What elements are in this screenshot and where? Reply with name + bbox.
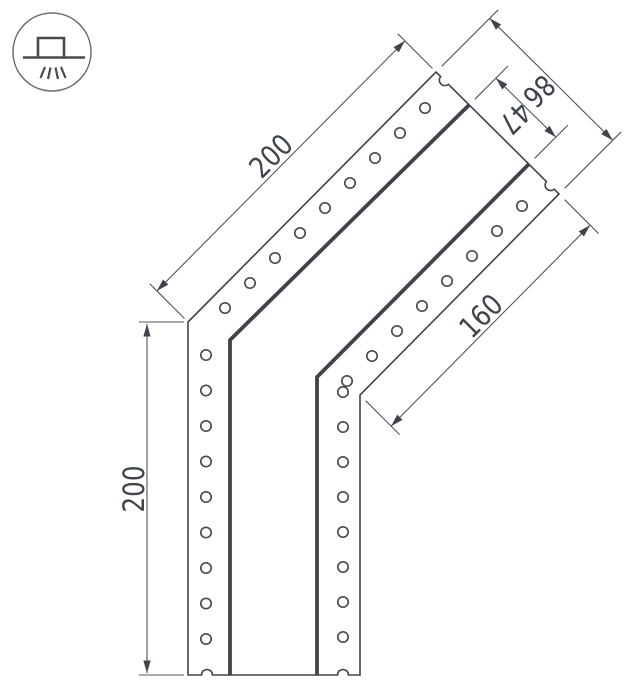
extension-line [534, 124, 569, 159]
hole-row-vertical-left [199, 348, 213, 646]
dimension-width-47: 47 [474, 65, 569, 159]
profile-outer-outline [187, 70, 561, 676]
dimension-width-86: 86 [441, 9, 622, 189]
dimension-vertical-200: 200 [117, 321, 184, 676]
mounting-holes [199, 101, 529, 646]
extension-line [149, 283, 185, 319]
dimension-line [156, 40, 406, 292]
extension-line [564, 199, 599, 234]
profile-channel-line-right [315, 162, 531, 675]
profile-channel-line-left [228, 103, 471, 675]
extension-line [365, 400, 400, 435]
dimension-line [390, 224, 591, 427]
surface-mounted-luminaire-icon [12, 12, 92, 92]
extension-line [397, 33, 433, 69]
extension-line [441, 9, 499, 67]
hole-row-vertical-right [336, 385, 350, 644]
hole-row-diagonal-right [340, 199, 529, 388]
icon-fixture-box [36, 36, 66, 58]
extension-line [474, 65, 509, 100]
dimension-label: 160 [452, 287, 509, 344]
dimension-diagonal-200: 200 [149, 33, 433, 319]
dimension-label: 200 [117, 466, 151, 513]
hole-row-diagonal-left [218, 101, 432, 315]
dimension-line [495, 77, 557, 138]
icon-light-rays [39, 66, 67, 80]
extension-line [564, 131, 622, 189]
dimension-right-160: 160 [365, 199, 599, 435]
dimension-label: 200 [242, 127, 299, 184]
icon-circle [12, 12, 92, 92]
